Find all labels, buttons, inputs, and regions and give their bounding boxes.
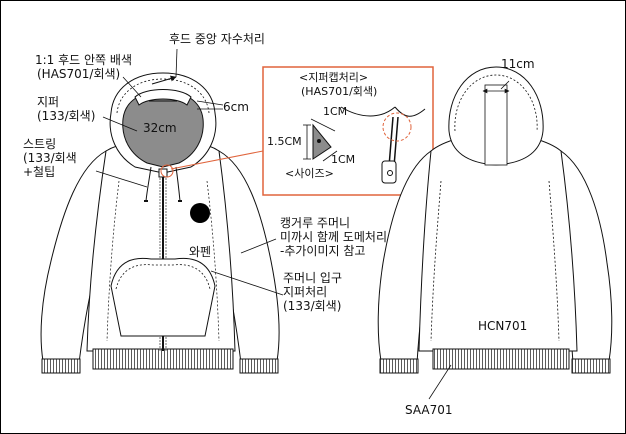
label-pocket-zip-line1: 주머니 입구: [283, 271, 343, 285]
label-pocket-note-line1: 캥거루 주머니: [280, 216, 351, 230]
label-back-hood-width: 11cm: [501, 57, 535, 71]
detail-title-line2: (HAS701/회색): [301, 85, 378, 98]
front-drawstrings: [144, 166, 182, 202]
rib-texture-overlays: [41, 348, 279, 374]
label-rib: SAA701: [405, 403, 453, 417]
label-hood-depth: 6cm: [223, 100, 249, 114]
back-details: [430, 74, 560, 342]
label-hood-width: 32cm: [143, 121, 177, 135]
label-string-line3: +철팁: [23, 165, 56, 179]
detail-drawing: [303, 106, 426, 184]
kangaroo-pocket: [110, 257, 216, 337]
label-hood-inner-color-line1: 1:1 후드 안쪽 배색: [35, 53, 132, 67]
detail-box-frame: [262, 66, 434, 196]
pocket-zip-leader: [210, 270, 284, 296]
hood-stitching: [116, 78, 210, 114]
zipper-leader: [102, 116, 138, 132]
detail-dim-left: 1.5CM: [267, 135, 302, 148]
label-hood-inner-color-line2: (HAS701/회색): [37, 67, 121, 81]
patch-marker: [190, 203, 210, 223]
label-pocket-note-line2: 미까시 함께 도메처리: [280, 230, 387, 244]
label-pocket-zip-line3: (133/회색): [283, 299, 342, 313]
label-back-style: HCN701: [478, 319, 528, 333]
hood-center-leader: [175, 48, 178, 78]
label-patch: 와펜: [189, 245, 212, 259]
hood-inner-leader: [122, 76, 142, 98]
string-leader: [95, 170, 148, 188]
zipper-cap-marker: [160, 164, 174, 178]
rib-leader: [428, 364, 452, 400]
label-zipper-line2: (133/회색): [37, 109, 96, 123]
back-ribs: [379, 348, 611, 374]
label-string-line1: 스트링: [23, 137, 57, 151]
detail-title-line1: <지퍼캡처리>: [299, 71, 369, 84]
label-pocket-zip-line2: 지퍼처리: [283, 285, 328, 299]
hood-depth-leader-1: [196, 100, 224, 106]
hood-center-band: [134, 89, 192, 106]
pocket-note-leader: [240, 238, 277, 254]
label-zipper-line1: 지퍼: [37, 95, 60, 109]
hood-center-arrow: [151, 75, 177, 85]
detail-callout-line: [170, 150, 264, 170]
label-string-line2: (133/회색: [23, 151, 77, 165]
detail-dim-top: 1CM: [323, 105, 348, 118]
detail-dim-right: 1CM: [331, 153, 356, 166]
label-pocket-note-line3: -추가이미지 참고: [280, 244, 366, 258]
label-hood-center-stitch: 후드 중앙 자수처리: [169, 32, 265, 46]
detail-size-label: <사이즈>: [285, 167, 334, 180]
